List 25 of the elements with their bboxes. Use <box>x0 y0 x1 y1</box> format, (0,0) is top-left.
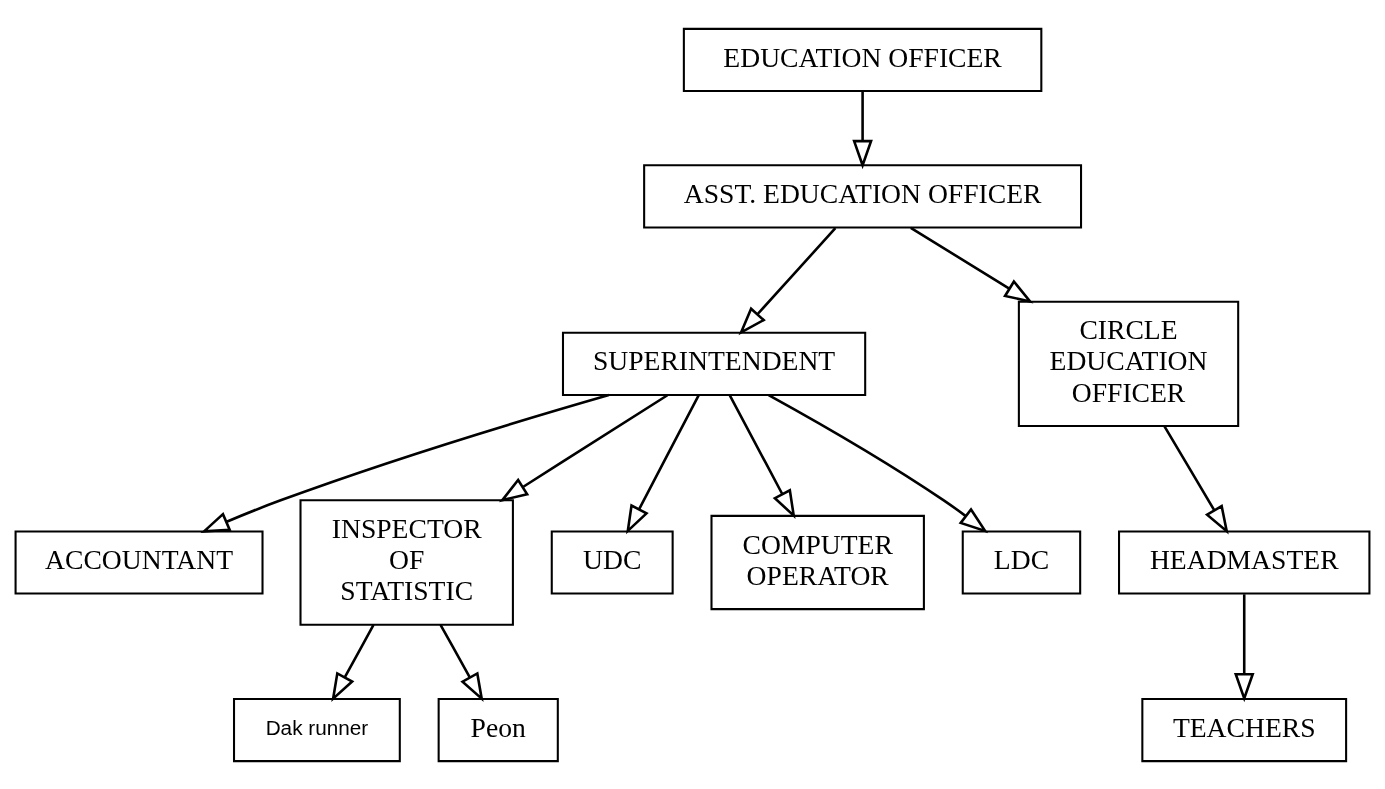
arrow <box>498 393 669 502</box>
arrow <box>331 623 375 702</box>
node-box: EDUCATION OFFICER <box>682 27 1043 92</box>
arrow <box>439 623 484 702</box>
arrow <box>768 393 989 533</box>
arrow <box>200 393 610 533</box>
node-box: HEADMASTER <box>1118 529 1371 595</box>
node-box: LDC <box>961 529 1082 595</box>
node-box: ASST. EDUCATION OFFICER <box>643 163 1083 229</box>
arrow <box>1163 425 1229 535</box>
arrow <box>852 90 873 169</box>
arrow <box>910 226 1034 303</box>
arrow <box>738 226 837 335</box>
arrow <box>728 394 796 519</box>
node-box: SUPERINTENDENT <box>561 331 867 396</box>
node-box: UDC <box>550 529 674 595</box>
node-box: CIRCLE EDUCATION OFFICER <box>1017 300 1240 427</box>
arrow <box>1233 593 1255 702</box>
node-box: COMPUTER OPERATOR <box>710 514 925 610</box>
node-box: INSPECTOR OF STATISTIC <box>299 498 514 626</box>
node-box: TEACHERS <box>1141 697 1348 762</box>
node-box: Dak runner <box>233 697 401 762</box>
node-box: ACCOUNTANT <box>14 529 264 595</box>
arrow <box>626 394 700 534</box>
node-box: Peon <box>437 697 559 762</box>
